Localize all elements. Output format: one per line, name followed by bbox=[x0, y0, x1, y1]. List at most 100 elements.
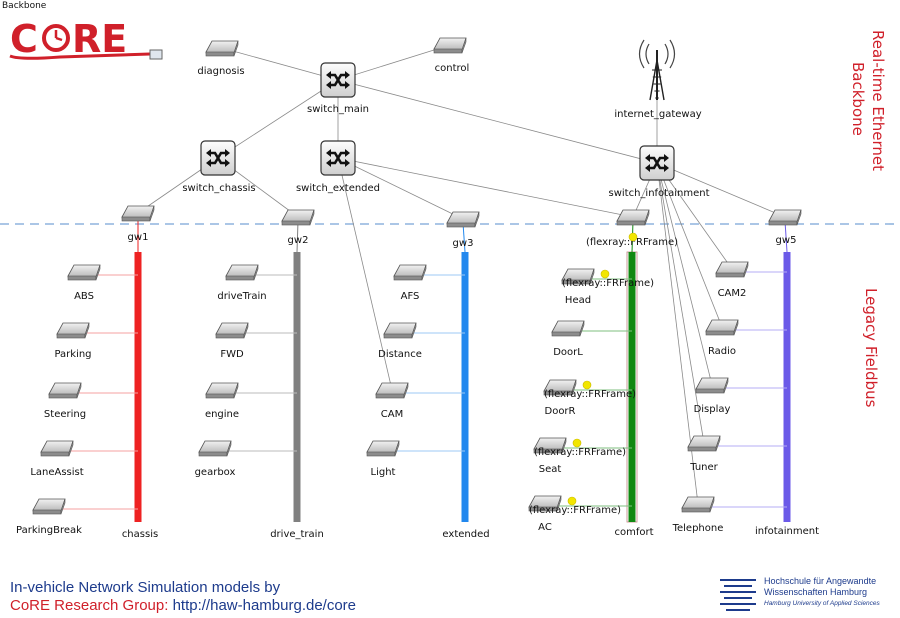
logo-wordmark-c: C bbox=[10, 17, 38, 61]
network-plug-icon bbox=[149, 49, 163, 60]
switch-icon-switch_main[interactable] bbox=[320, 62, 356, 98]
ecu-icon-drivetrain[interactable] bbox=[225, 264, 259, 281]
ecu-icon-head[interactable] bbox=[561, 268, 595, 285]
backbone-link bbox=[337, 79, 658, 164]
ecu-icon-cam[interactable] bbox=[375, 382, 409, 399]
bus-label-chassis: chassis bbox=[122, 529, 158, 540]
bus-label-drive_train: drive_train bbox=[270, 529, 324, 540]
ecu-frame-label: (flexray::FRFrame) bbox=[544, 389, 636, 400]
ecu-icon-gearbox[interactable] bbox=[198, 440, 232, 457]
ecu-icon-seat[interactable] bbox=[533, 437, 567, 454]
frame-indicator-icon bbox=[567, 496, 577, 506]
ecu-frame-label: (flexray::FRFrame) bbox=[562, 278, 654, 289]
ecu-icon-radio[interactable] bbox=[705, 319, 739, 336]
ecu-label-seat: Seat bbox=[539, 464, 562, 475]
ecu-label-engine: engine bbox=[205, 409, 239, 420]
ecu-icon-doorl[interactable] bbox=[551, 320, 585, 337]
clock-icon bbox=[42, 24, 70, 52]
ecu-label-light: Light bbox=[371, 467, 396, 478]
university-name-1: Hochschule für Angewandte bbox=[764, 576, 877, 586]
footer-link[interactable]: http://haw-hamburg.de/core bbox=[172, 597, 357, 614]
backbone-link bbox=[656, 162, 705, 444]
ecu-icon-display[interactable] bbox=[695, 377, 729, 394]
ecu-label-display: Display bbox=[694, 404, 731, 415]
ecu-icon-doorr[interactable] bbox=[543, 379, 577, 396]
ecu-icon-abs[interactable] bbox=[67, 264, 101, 281]
ecu-frame-label: (flexray::FRFrame) bbox=[534, 447, 626, 458]
university-name-3: Hamburg University of Applied Sciences bbox=[764, 600, 880, 607]
switch-icon-switch_chassis[interactable] bbox=[200, 140, 236, 176]
backbone-link bbox=[656, 162, 733, 270]
bus-label-infotainment: infotainment bbox=[755, 526, 819, 537]
backbone-link bbox=[656, 162, 723, 328]
antenna-icon[interactable] bbox=[638, 39, 676, 101]
ecu-icon-cam2[interactable] bbox=[715, 261, 749, 278]
gateway-label-gw2: gw2 bbox=[288, 235, 309, 246]
ecu-icon-distance[interactable] bbox=[383, 322, 417, 339]
ecu-label-parkingbreak: ParkingBreak bbox=[16, 525, 82, 536]
ecu-label-distance: Distance bbox=[378, 349, 422, 360]
gateway-bus-link bbox=[296, 220, 299, 253]
core-logo: C RE bbox=[9, 17, 163, 61]
side-label-top-2: Backbone bbox=[849, 62, 867, 136]
switch-label-switch_extended: switch_extended bbox=[296, 183, 380, 194]
switch-label-switch_main: switch_main bbox=[307, 104, 369, 115]
ecu-icon-light[interactable] bbox=[366, 440, 400, 457]
backbone-link bbox=[217, 79, 339, 159]
bus-label-extended: extended bbox=[442, 529, 489, 540]
frame-indicator-icon bbox=[628, 232, 638, 242]
ecu-label-gearbox: gearbox bbox=[195, 467, 236, 478]
university-logo: Hochschule für Angewandte Wissenschaften… bbox=[718, 576, 898, 614]
switch-label-switch_chassis: switch_chassis bbox=[182, 183, 255, 194]
ecu-label-doorl: DoorL bbox=[553, 347, 583, 358]
ecu-label-head: Head bbox=[565, 295, 591, 306]
gateway-icon-gw5[interactable] bbox=[768, 209, 802, 226]
ecu-icon-laneassist[interactable] bbox=[40, 440, 74, 457]
ecu-label-drivetrain: driveTrain bbox=[217, 291, 266, 302]
switch-icon-switch_extended[interactable] bbox=[320, 140, 356, 176]
gateway-bus-link bbox=[784, 220, 788, 253]
ecu-icon-steering[interactable] bbox=[48, 382, 82, 399]
node-label-diagnosis: diagnosis bbox=[197, 66, 244, 77]
ecu-label-doorr: DoorR bbox=[545, 406, 576, 417]
ecu-icon-telephone[interactable] bbox=[681, 496, 715, 513]
backbone-link bbox=[656, 162, 786, 218]
ecu-label-radio: Radio bbox=[708, 346, 736, 357]
gateway-bus-link bbox=[462, 222, 466, 253]
ecu-label-afs: AFS bbox=[401, 291, 420, 302]
frame-indicator-icon bbox=[582, 380, 592, 390]
university-name-2: Wissenschaften Hamburg bbox=[764, 587, 868, 597]
node-label-control: control bbox=[435, 63, 470, 74]
ecu-label-parking: Parking bbox=[54, 349, 91, 360]
footer-line-2: CoRE Research Group: http://haw-hamburg.… bbox=[10, 597, 356, 614]
gateway-icon-gw4[interactable] bbox=[616, 209, 650, 226]
ecu-icon-fwd[interactable] bbox=[215, 322, 249, 339]
backbone-link bbox=[337, 44, 451, 81]
ecu-label-laneassist: LaneAssist bbox=[30, 467, 83, 478]
ecu-label-cam: CAM bbox=[381, 409, 403, 420]
frame-indicator-icon bbox=[572, 438, 582, 448]
ecu-icon-parking[interactable] bbox=[56, 322, 90, 339]
ecu-icon-tuner[interactable] bbox=[687, 435, 721, 452]
frame-indicator-icon bbox=[600, 269, 610, 279]
gateway-label-gw5: gw5 bbox=[776, 235, 797, 246]
footer-line-1: In-vehicle Network Simulation models by bbox=[10, 579, 281, 596]
ecu-icon-engine[interactable] bbox=[205, 382, 239, 399]
gateway-icon-gw2[interactable] bbox=[281, 209, 315, 226]
gateway-label-gw3: gw3 bbox=[453, 238, 474, 249]
switch-icon-switch_infotainment[interactable] bbox=[639, 145, 675, 181]
ecu-icon-ac[interactable] bbox=[528, 495, 562, 512]
ecu-frame-label: (flexray::FRFrame) bbox=[529, 505, 621, 516]
node-icon-control[interactable] bbox=[433, 37, 467, 54]
backbone-link bbox=[337, 157, 634, 218]
ecu-label-cam2: CAM2 bbox=[718, 288, 747, 299]
ecu-icon-parkingbreak[interactable] bbox=[32, 498, 66, 515]
node-icon-diagnosis[interactable] bbox=[205, 40, 239, 57]
gateway-icon-gw3[interactable] bbox=[446, 211, 480, 228]
side-label-bottom: Legacy Fieldbus bbox=[862, 288, 880, 408]
gateway-icon-gw1[interactable] bbox=[121, 205, 155, 222]
ecu-label-abs: ABS bbox=[74, 291, 94, 302]
ecu-icon-afs[interactable] bbox=[393, 264, 427, 281]
bus-label-comfort: comfort bbox=[614, 527, 653, 538]
